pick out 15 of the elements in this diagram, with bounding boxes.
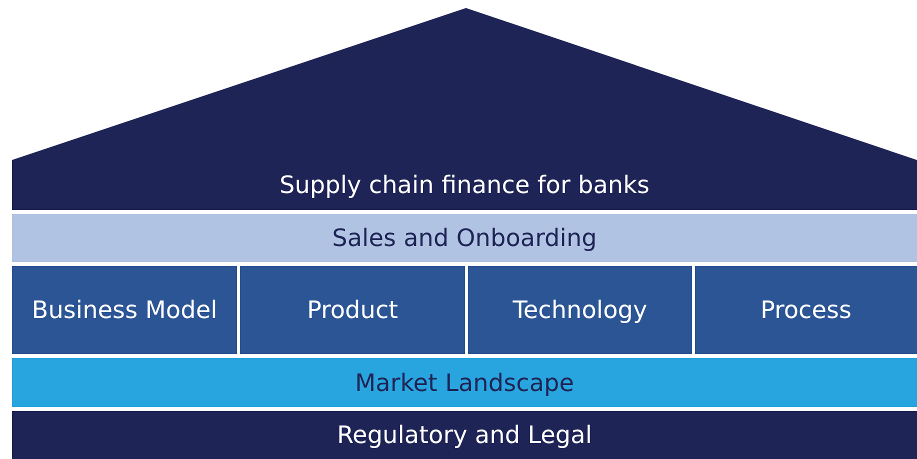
band-label: Technology (512, 296, 648, 324)
pillar-box (12, 266, 237, 354)
band-label: Sales and Onboarding (331, 224, 598, 252)
floor-band (12, 214, 917, 262)
band-label: Market Landscape (354, 368, 576, 396)
foundation-band (12, 411, 917, 459)
band-label: Supply chain finance for banks (278, 171, 651, 199)
pillar-box (240, 266, 465, 354)
band-label: Process (759, 296, 853, 324)
band-label: Product (306, 296, 400, 324)
floor-band (12, 358, 917, 407)
pillar-box (468, 266, 692, 354)
band-label: Regulatory and Legal (336, 421, 594, 449)
pillar-box (695, 266, 917, 354)
band-label: Business Model (30, 296, 218, 324)
